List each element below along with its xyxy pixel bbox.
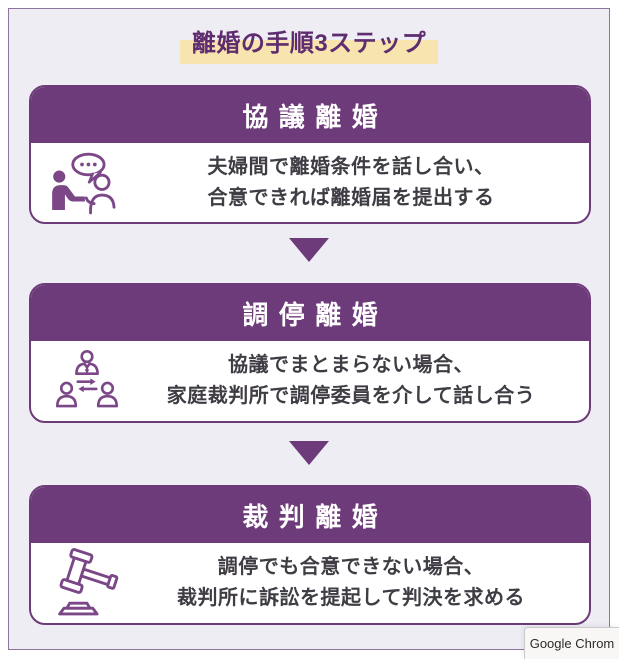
step-header: 裁判離婚 <box>31 487 589 543</box>
step-description: 夫婦間で離婚条件を話し合い、 合意できれば離婚届を提出する <box>125 152 589 214</box>
step-card-mediation: 調停離婚 <box>29 283 591 423</box>
step-description: 調停でも合意できない場合、 裁判所に訴訟を提起して判決を求める <box>125 552 589 614</box>
step-card-consultation: 協議離婚 <box>29 85 591 224</box>
step-body: 調停でも合意できない場合、 裁判所に訴訟を提起して判決を求める <box>31 543 589 623</box>
step-body: 協議でまとまらない場合、 家庭裁判所で調停委員を介して話し合う <box>31 341 589 421</box>
page-title-row: 離婚の手順3ステップ <box>9 23 609 64</box>
step-description-line2: 裁判所に訴訟を提起して判決を求める <box>177 587 525 609</box>
step-description-line2: 合意できれば離婚届を提出する <box>207 186 495 209</box>
down-arrow-icon <box>289 441 329 465</box>
step-header: 協議離婚 <box>31 87 589 143</box>
taskbar-tooltip: Google Chrom <box>524 627 619 659</box>
step-card-trial: 裁判離婚 <box>29 485 591 625</box>
step-title: 裁判離婚 <box>242 501 388 532</box>
step-title: 調停離婚 <box>242 299 388 330</box>
step-description: 協議でまとまらない場合、 家庭裁判所で調停委員を介して話し合う <box>125 350 589 412</box>
step-body: 夫婦間で離婚条件を話し合い、 合意できれば離婚届を提出する <box>31 143 589 222</box>
step-title: 協議離婚 <box>242 101 388 132</box>
gavel-icon <box>49 547 125 619</box>
infographic-frame: 離婚の手順3ステップ 協議離婚 <box>8 8 610 650</box>
taskbar-tooltip-label: Google Chrom <box>529 636 615 651</box>
step-description-line1: 協議でまとまらない場合、 <box>228 354 474 376</box>
down-arrow-icon <box>289 238 329 262</box>
step-description-line1: 調停でも合意できない場合、 <box>217 556 485 578</box>
consultation-icon <box>49 150 125 216</box>
mediation-icon <box>49 346 125 416</box>
step-description-line1: 夫婦間で離婚条件を話し合い、 <box>207 155 495 178</box>
page-title: 離婚の手順3ステップ <box>179 23 439 64</box>
step-header: 調停離婚 <box>31 285 589 341</box>
step-description-line2: 家庭裁判所で調停委員を介して話し合う <box>166 385 536 407</box>
